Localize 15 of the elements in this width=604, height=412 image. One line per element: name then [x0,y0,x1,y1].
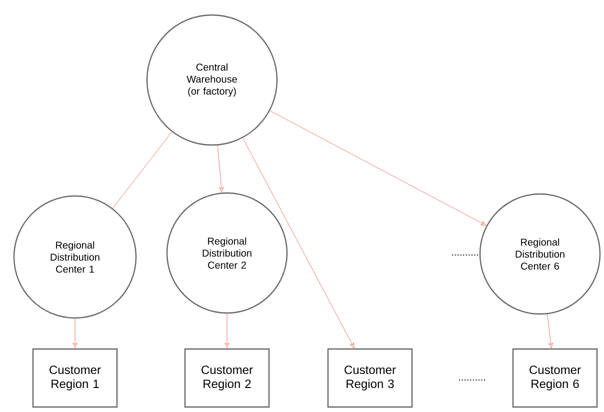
rectangle-box: Customer Region 1 [32,348,118,408]
arrow [72,318,78,348]
arrow [224,313,230,348]
circle-node: Central Warehouse (or factory) [146,14,278,146]
arrow [242,138,354,348]
circle-node: Regional Distribution Center 2 [166,192,288,314]
rectangle-box: Customer Region 2 [184,348,270,408]
circle-node: Regional Distribution Center 6 [479,193,601,315]
ellipsis-dots: .......... [459,379,485,381]
circle-node: Regional Distribution Center 1 [13,195,137,319]
rectangle-box: Customer Region 3 [327,348,413,408]
arrow [217,145,224,192]
arrow [270,110,486,226]
arrow [547,314,553,348]
rectangle-box: Customer Region 6 [512,348,598,408]
